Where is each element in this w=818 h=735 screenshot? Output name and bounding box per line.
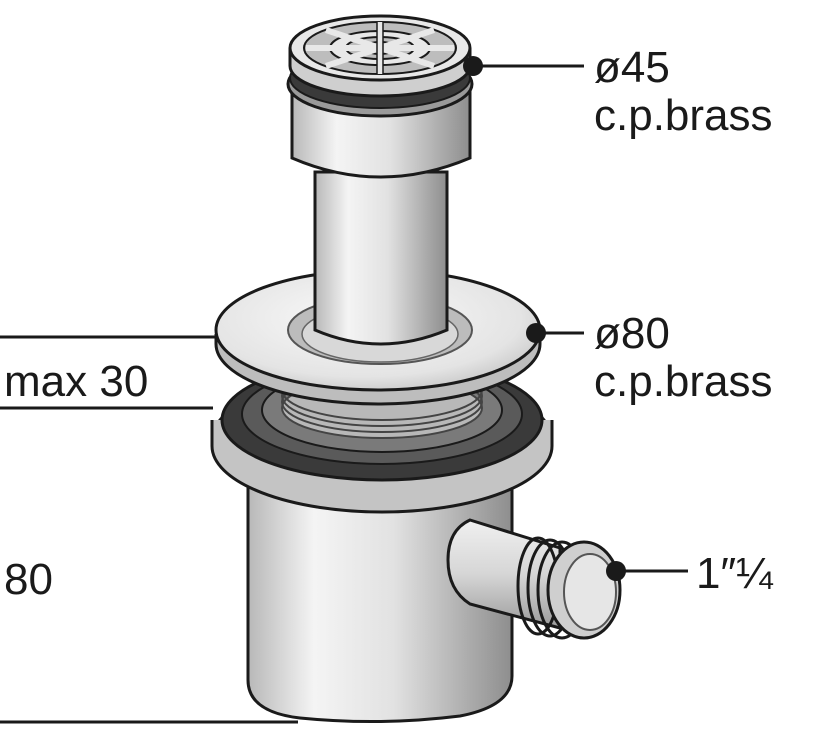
grate-diameter-label: ø45 bbox=[594, 43, 670, 92]
callout-dot-grate bbox=[463, 56, 483, 76]
callout-dot-outlet bbox=[606, 561, 626, 581]
grate-material-label: c.p.brass bbox=[594, 91, 773, 140]
flange-diameter-label: ø80 bbox=[594, 309, 670, 358]
trap-body bbox=[246, 468, 622, 724]
flange-material-label: c.p.brass bbox=[594, 357, 773, 406]
leader-flange bbox=[526, 323, 584, 343]
callout-dot-flange bbox=[526, 323, 546, 343]
leader-grate bbox=[463, 56, 584, 76]
outlet-size-label: 1″¼ bbox=[696, 549, 774, 598]
grate bbox=[288, 14, 472, 98]
adjust-range-label: max 30 bbox=[4, 357, 148, 406]
leader-outlet bbox=[606, 561, 688, 581]
riser-pipe bbox=[313, 170, 449, 346]
body-height-label: 80 bbox=[4, 555, 53, 604]
outlet-tube bbox=[446, 518, 562, 630]
